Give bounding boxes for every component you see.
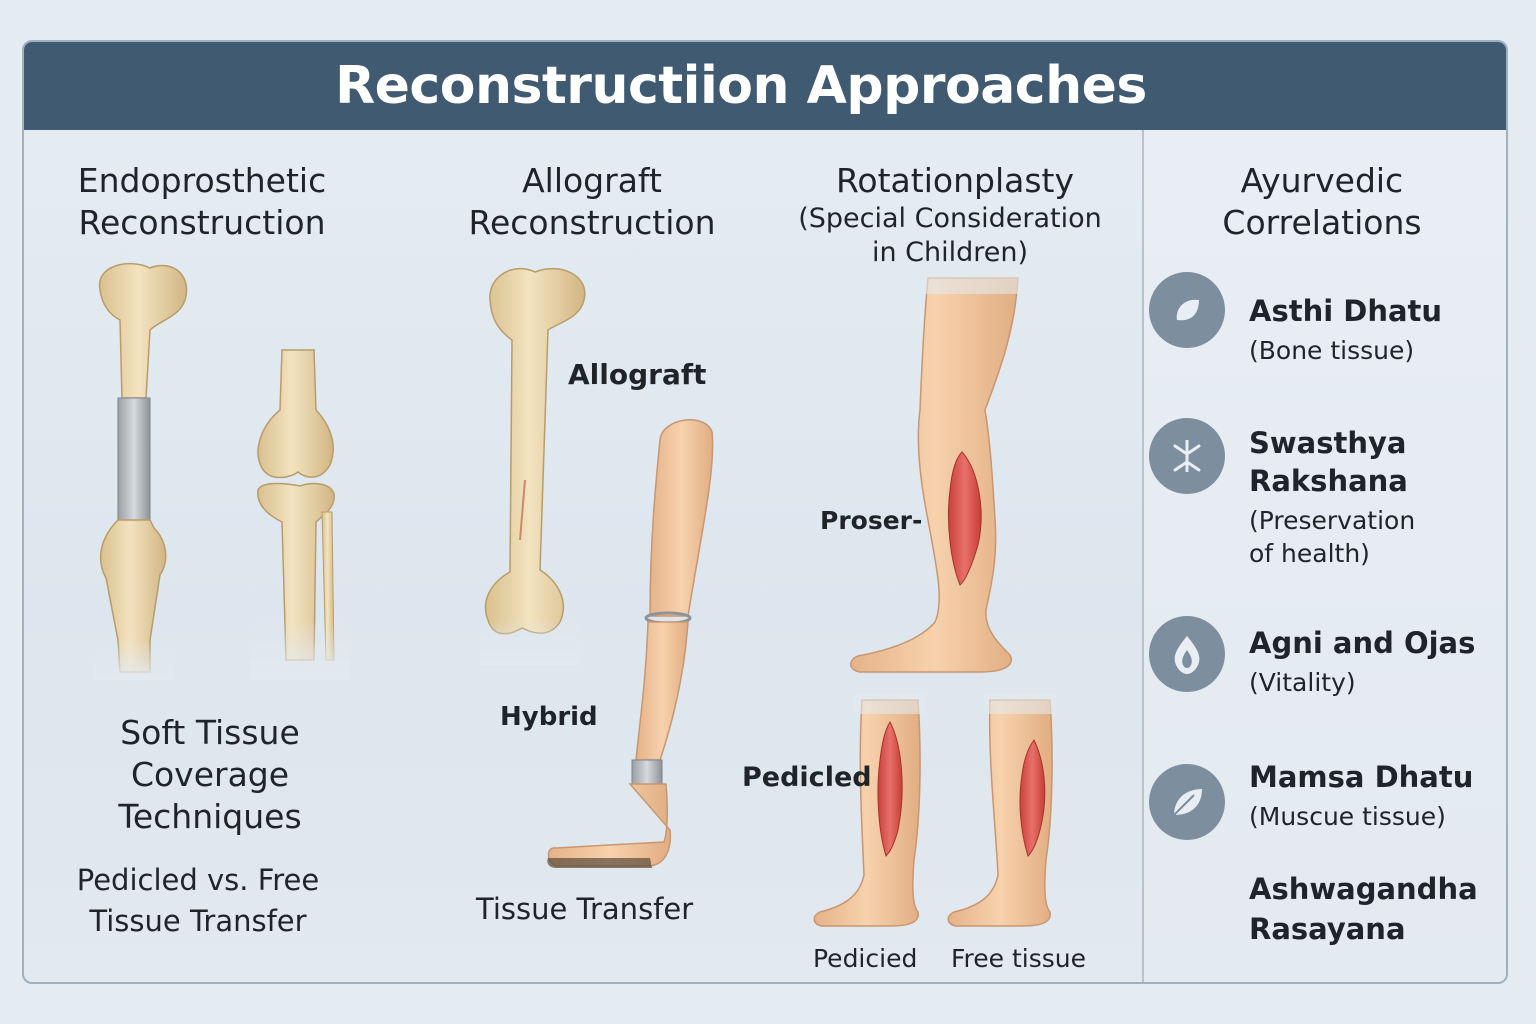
ayurvedic-item-name-line2: Rasayana <box>1249 912 1406 946</box>
ayurvedic-item-sub-line2: of health) <box>1249 539 1370 568</box>
ayurvedic-panel <box>1144 130 1506 982</box>
soft-tissue-title-line3: Techniques <box>118 797 302 836</box>
rotationplasty-subtitle-line2: in Children) <box>871 237 1029 268</box>
soft-tissue-title-line2: Coverage <box>130 755 290 794</box>
allograft-femur-illustration <box>480 267 586 665</box>
soft-tissue-subtitle: Pedicled vs. Free Tissue Transfer <box>38 860 358 942</box>
diagram-frame: Reconstructiion Approaches <box>22 40 1508 984</box>
ayurvedic-item-name: Agni and Ojas <box>1249 626 1476 660</box>
ayurvedic-item-sub: (Bone tissue) <box>1249 336 1415 365</box>
endoprosthetic-title-line2: Reconstruction <box>78 203 326 242</box>
ayurvedic-item-name-line1: Ashwagandha <box>1249 872 1478 906</box>
ayurvedic-item-name-line2: Rakshana <box>1249 464 1408 498</box>
endoprosthetic-title-line1: Endoprosthetic <box>77 161 327 200</box>
free-tissue-leg-illustration <box>947 694 1056 927</box>
allograft-title-line2: Reconstruction <box>468 203 716 242</box>
ayurvedic-title-line1: Ayurvedic <box>1240 161 1404 200</box>
free-tissue-label: Free tissue <box>951 944 1087 973</box>
page-title: Reconstructiion Approaches <box>335 56 1147 116</box>
ayurvedic-item-name: Asthi Dhatu <box>1249 294 1443 328</box>
bone-leaf-icon <box>1149 272 1225 348</box>
allograft-title: Allograft Reconstruction <box>432 160 752 244</box>
header-bar: Reconstructiion Approaches <box>24 42 1506 130</box>
tissue-transfer-label: Tissue Transfer <box>476 892 694 926</box>
hybrid-label: Hybrid <box>500 702 598 732</box>
soft-tissue-sub-line1: Pedicled vs. Free <box>76 863 320 897</box>
rotationplasty-leg-illustration <box>850 272 1026 673</box>
pedicied-label: Pedicied <box>813 944 918 973</box>
herb-icon <box>1149 418 1225 494</box>
ayurvedic-title-line2: Correlations <box>1222 203 1422 242</box>
pedicled-label: Pedicled <box>742 762 872 793</box>
rotationplasty-title: Rotationplasty <box>835 161 1074 200</box>
pedicled-leg-illustration <box>813 694 925 927</box>
soft-tissue-title-line1: Soft Tissue <box>120 713 300 752</box>
rotationplasty-subtitle-line1: (Special Consideration <box>798 203 1102 234</box>
leaf-icon <box>1149 764 1225 840</box>
ayurvedic-item-sub-line1: (Preservation <box>1249 506 1416 535</box>
proser-label: Proser- <box>820 506 923 535</box>
ayurvedic-item-name-line1: Swasthya <box>1249 426 1407 460</box>
endoprosthetic-title: Endoprosthetic Reconstruction <box>42 160 362 244</box>
ayurvedic-title: Ayurvedic Correlations <box>1162 160 1482 244</box>
rotationplasty-subtitle: (Special Consideration in Children) <box>790 202 1110 270</box>
hybrid-prosthetic-leg-illustration <box>547 419 714 868</box>
ayurvedic-item-sub: (Muscue tissue) <box>1249 802 1446 831</box>
ayurvedic-item-sub: (Vitality) <box>1249 668 1356 697</box>
soft-tissue-title: Soft Tissue Coverage Techniques <box>50 712 370 838</box>
endoprosthetic-femur-illustration <box>95 262 188 680</box>
soft-tissue-sub-line2: Tissue Transfer <box>89 904 307 938</box>
ayurvedic-item-name: Mamsa Dhatu <box>1249 760 1474 794</box>
allograft-label: Allograft <box>568 358 707 391</box>
allograft-title-line1: Allograft <box>522 161 662 200</box>
panel-divider <box>1142 130 1144 982</box>
knee-joint-illustration <box>250 349 350 680</box>
flame-icon <box>1149 616 1225 692</box>
